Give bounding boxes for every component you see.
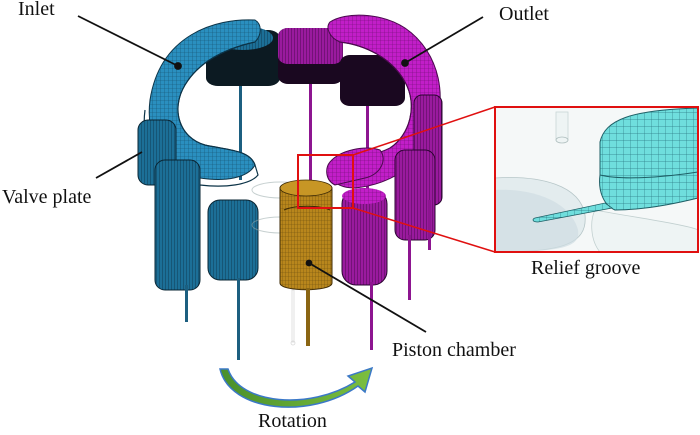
piston-rod [306, 288, 310, 346]
leader-lines [77, 15, 484, 333]
piston-chamber [341, 189, 388, 286]
piston-chamber-top [278, 28, 343, 64]
piston-rod [309, 75, 312, 180]
zoom-connector [352, 207, 496, 253]
inlet-label: Inlet [18, 0, 55, 20]
piston-rod [185, 285, 188, 322]
inlet-side-chambers [137, 119, 259, 360]
valve-plate-leader [95, 151, 143, 179]
rotation-arrow-icon [219, 366, 374, 408]
relief-groove-label: Relief groove [531, 257, 641, 279]
outlet-label: Outlet [499, 3, 549, 25]
piston-chamber [154, 159, 201, 291]
piston-chamber-leader [308, 262, 427, 333]
zoom-source-box [297, 154, 354, 209]
kidney-port-mesh [599, 107, 699, 211]
inlet-leader-dot [174, 62, 182, 70]
piston-chamber [394, 149, 436, 241]
piston-chamber-label: Piston chamber [392, 339, 516, 361]
piston-rod [366, 90, 369, 190]
inset-frame [494, 106, 699, 253]
piston-rod [239, 75, 242, 180]
valve-plate-label: Valve plate [2, 186, 92, 208]
piston-rod [428, 200, 431, 250]
piston-rod [370, 282, 373, 350]
outlet-leader [404, 16, 484, 64]
piston-chamber-top [342, 188, 386, 204]
zoom-callout [297, 106, 496, 253]
rods-back [239, 75, 369, 190]
relief-groove-mesh [532, 202, 613, 223]
piston-chamber-leader-dot [305, 259, 313, 267]
outlet-leader-dot [401, 59, 409, 67]
outlet-side-chambers [394, 94, 443, 300]
zoom-connector [352, 106, 496, 156]
rotation-label: Rotation [258, 410, 327, 432]
piston-chamber-back [340, 55, 405, 106]
outlet-front-chambers [326, 147, 388, 350]
back-chambers [206, 26, 405, 106]
relief-groove-inset [494, 106, 699, 253]
piston-rod [237, 278, 240, 360]
piston-chamber [207, 199, 259, 281]
inlet-leader [77, 15, 179, 67]
piston-rod [408, 235, 411, 300]
